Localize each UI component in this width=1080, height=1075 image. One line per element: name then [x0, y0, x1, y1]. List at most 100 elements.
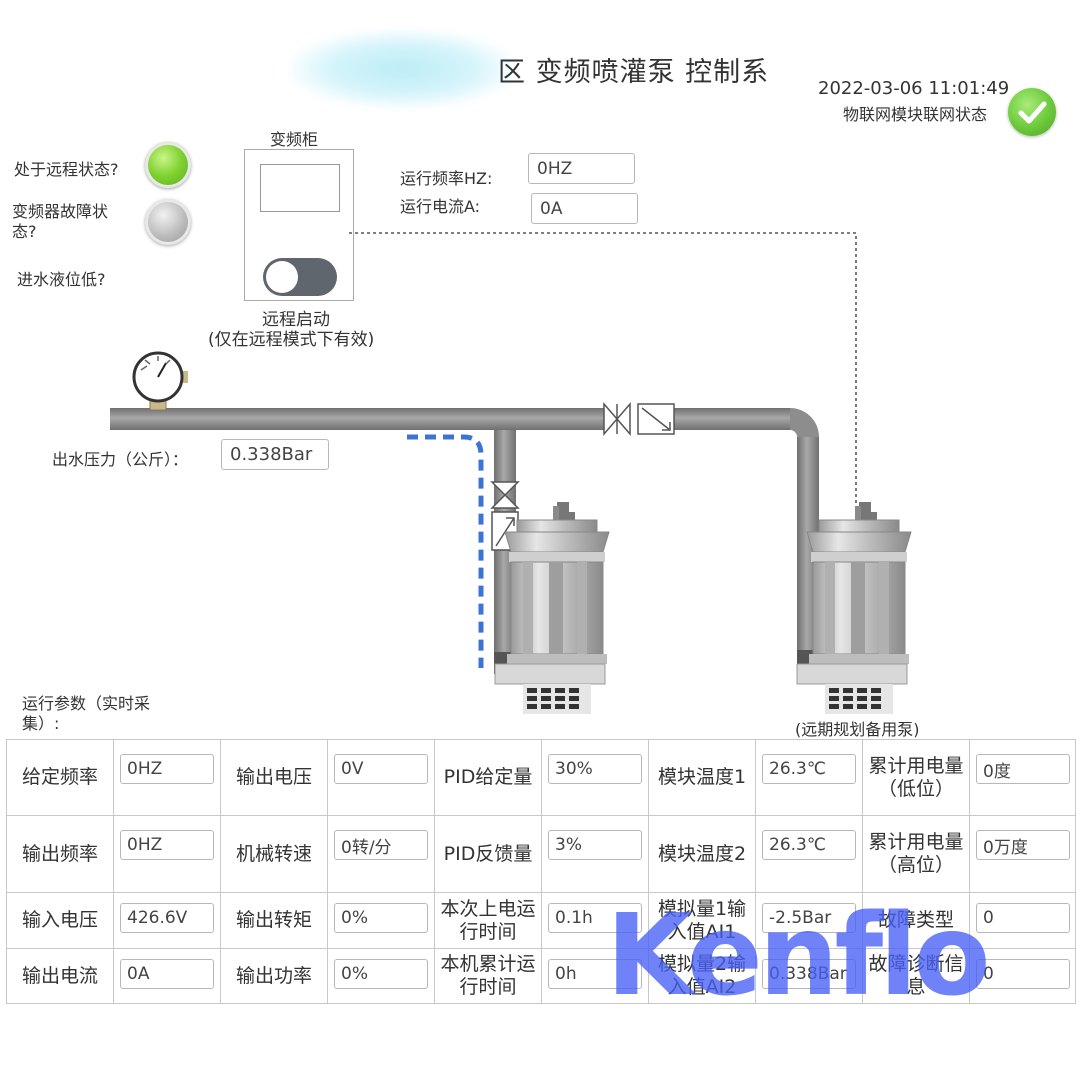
- main-check-valve: [637, 403, 675, 435]
- backup-pump-label: (远期规划备用泵): [795, 720, 920, 739]
- param-label: 本机累计运行时间: [434, 948, 542, 1004]
- param-value-cell: 26.3℃: [755, 815, 863, 893]
- param-value-cell: 0HZ: [113, 739, 221, 816]
- param-value-cell: 3%: [541, 815, 649, 893]
- param-label: 故障诊断信息: [862, 948, 970, 1004]
- param-value-cell: 26.3℃: [755, 739, 863, 816]
- run-frequency-value: 0HZ: [528, 153, 635, 184]
- pressure-gauge-icon: [132, 351, 188, 411]
- iot-status-label: 物联网模块联网状态: [843, 105, 988, 124]
- cabinet-title: 变频柜: [270, 130, 319, 149]
- param-label: PID反馈量: [434, 815, 542, 893]
- param-value: 0: [976, 903, 1070, 933]
- param-value-cell: 426.6V: [113, 892, 221, 949]
- param-value-cell: -2.5Bar: [755, 892, 863, 949]
- param-value-cell: 0: [969, 892, 1076, 949]
- param-value: 0万度: [976, 830, 1070, 860]
- param-value: 26.3℃: [762, 754, 856, 784]
- flow-indicator: [407, 434, 484, 668]
- param-label: 累计用电量（高位）: [862, 815, 970, 893]
- param-label: 输出功率: [220, 948, 328, 1004]
- vfd-cabinet: [244, 149, 354, 301]
- param-value: 0%: [334, 903, 428, 933]
- param-value: 0度: [976, 754, 1070, 784]
- param-label: 输出转矩: [220, 892, 328, 949]
- param-value: 426.6V: [120, 903, 214, 933]
- param-value: 0%: [334, 959, 428, 989]
- remote-status-label: 处于远程状态?: [14, 160, 119, 179]
- signal-line: [349, 232, 857, 512]
- datetime: 2022-03-06 11:01:49: [818, 78, 1010, 99]
- piping-diagram: [110, 232, 912, 714]
- params-caption: 运行参数（实时采集）:: [22, 694, 151, 733]
- param-value: 3%: [548, 830, 642, 860]
- main-gate-valve: [603, 401, 631, 437]
- fault-status-led: [145, 199, 191, 245]
- param-value-cell: 0度: [969, 739, 1076, 816]
- param-value: 0HZ: [120, 754, 214, 784]
- branch-gate-valve: [490, 481, 520, 509]
- outlet-pressure-label: 出水压力（公斤）：: [52, 450, 189, 469]
- param-label: 给定频率: [6, 739, 114, 816]
- param-label: 本次上电运行时间: [434, 892, 542, 949]
- param-value-cell: 0.1h: [541, 892, 649, 949]
- param-value-cell: 0V: [327, 739, 435, 816]
- remote-start-note: (仅在远程模式下有效): [208, 330, 375, 350]
- param-label: 输出电流: [6, 948, 114, 1004]
- param-label: 输出频率: [6, 815, 114, 893]
- param-value: 30%: [548, 754, 642, 784]
- remote-start-toggle[interactable]: [263, 258, 337, 296]
- fault-status-label: 变频器故障状态?: [12, 202, 109, 241]
- blurred-title-area: [290, 30, 515, 108]
- run-current-value: 0A: [531, 193, 638, 224]
- param-value-cell: 0A: [113, 948, 221, 1004]
- param-value-cell: 0%: [327, 948, 435, 1004]
- run-frequency-label: 运行频率HZ:: [400, 169, 493, 188]
- param-value: 0.1h: [548, 903, 642, 933]
- param-value: 0HZ: [120, 830, 214, 860]
- toggle-knob: [266, 261, 298, 293]
- iot-status-check-icon: [1008, 88, 1056, 136]
- low-level-label: 进水液位低?: [17, 270, 106, 289]
- param-value-cell: 0%: [327, 892, 435, 949]
- cabinet-screen: [260, 164, 340, 212]
- remote-status-led: [145, 142, 191, 188]
- param-label: 模块温度1: [648, 739, 756, 816]
- param-label: 故障类型: [862, 892, 970, 949]
- param-value-cell: 0万度: [969, 815, 1076, 893]
- param-value: 0: [976, 959, 1070, 989]
- param-value-cell: 0.338Bar: [755, 948, 863, 1004]
- pump-2-backup: [796, 502, 912, 714]
- param-value-cell: 30%: [541, 739, 649, 816]
- main-pipe: [110, 408, 608, 430]
- param-value-cell: 0HZ: [113, 815, 221, 893]
- param-value: -2.5Bar: [762, 903, 856, 933]
- param-value: 0h: [548, 959, 642, 989]
- param-value: 26.3℃: [762, 830, 856, 860]
- param-label: 输入电压: [6, 892, 114, 949]
- param-value: 0.338Bar: [762, 959, 856, 989]
- param-label: 累计用电量（低位）: [862, 739, 970, 816]
- param-value-cell: 0转/分: [327, 815, 435, 893]
- page-title: 区 变频喷灌泵 控制系: [498, 57, 770, 88]
- pump-1: [494, 502, 610, 714]
- outlet-pressure-value: 0.338Bar: [221, 439, 329, 470]
- param-label: 模块温度2: [648, 815, 756, 893]
- param-label: 模拟量1输入值AI1: [648, 892, 756, 949]
- param-value-cell: 0: [969, 948, 1076, 1004]
- param-value: 0转/分: [334, 830, 428, 860]
- param-label: 输出电压: [220, 739, 328, 816]
- param-label: 机械转速: [220, 815, 328, 893]
- param-label: PID给定量: [434, 739, 542, 816]
- param-value: 0A: [120, 959, 214, 989]
- run-current-label: 运行电流A:: [400, 197, 481, 216]
- param-label: 模拟量2输入值AI2: [648, 948, 756, 1004]
- kenflo-watermark: Kenflo: [606, 891, 991, 1021]
- param-value: 0V: [334, 754, 428, 784]
- remote-start-label: 远程启动: [262, 310, 330, 330]
